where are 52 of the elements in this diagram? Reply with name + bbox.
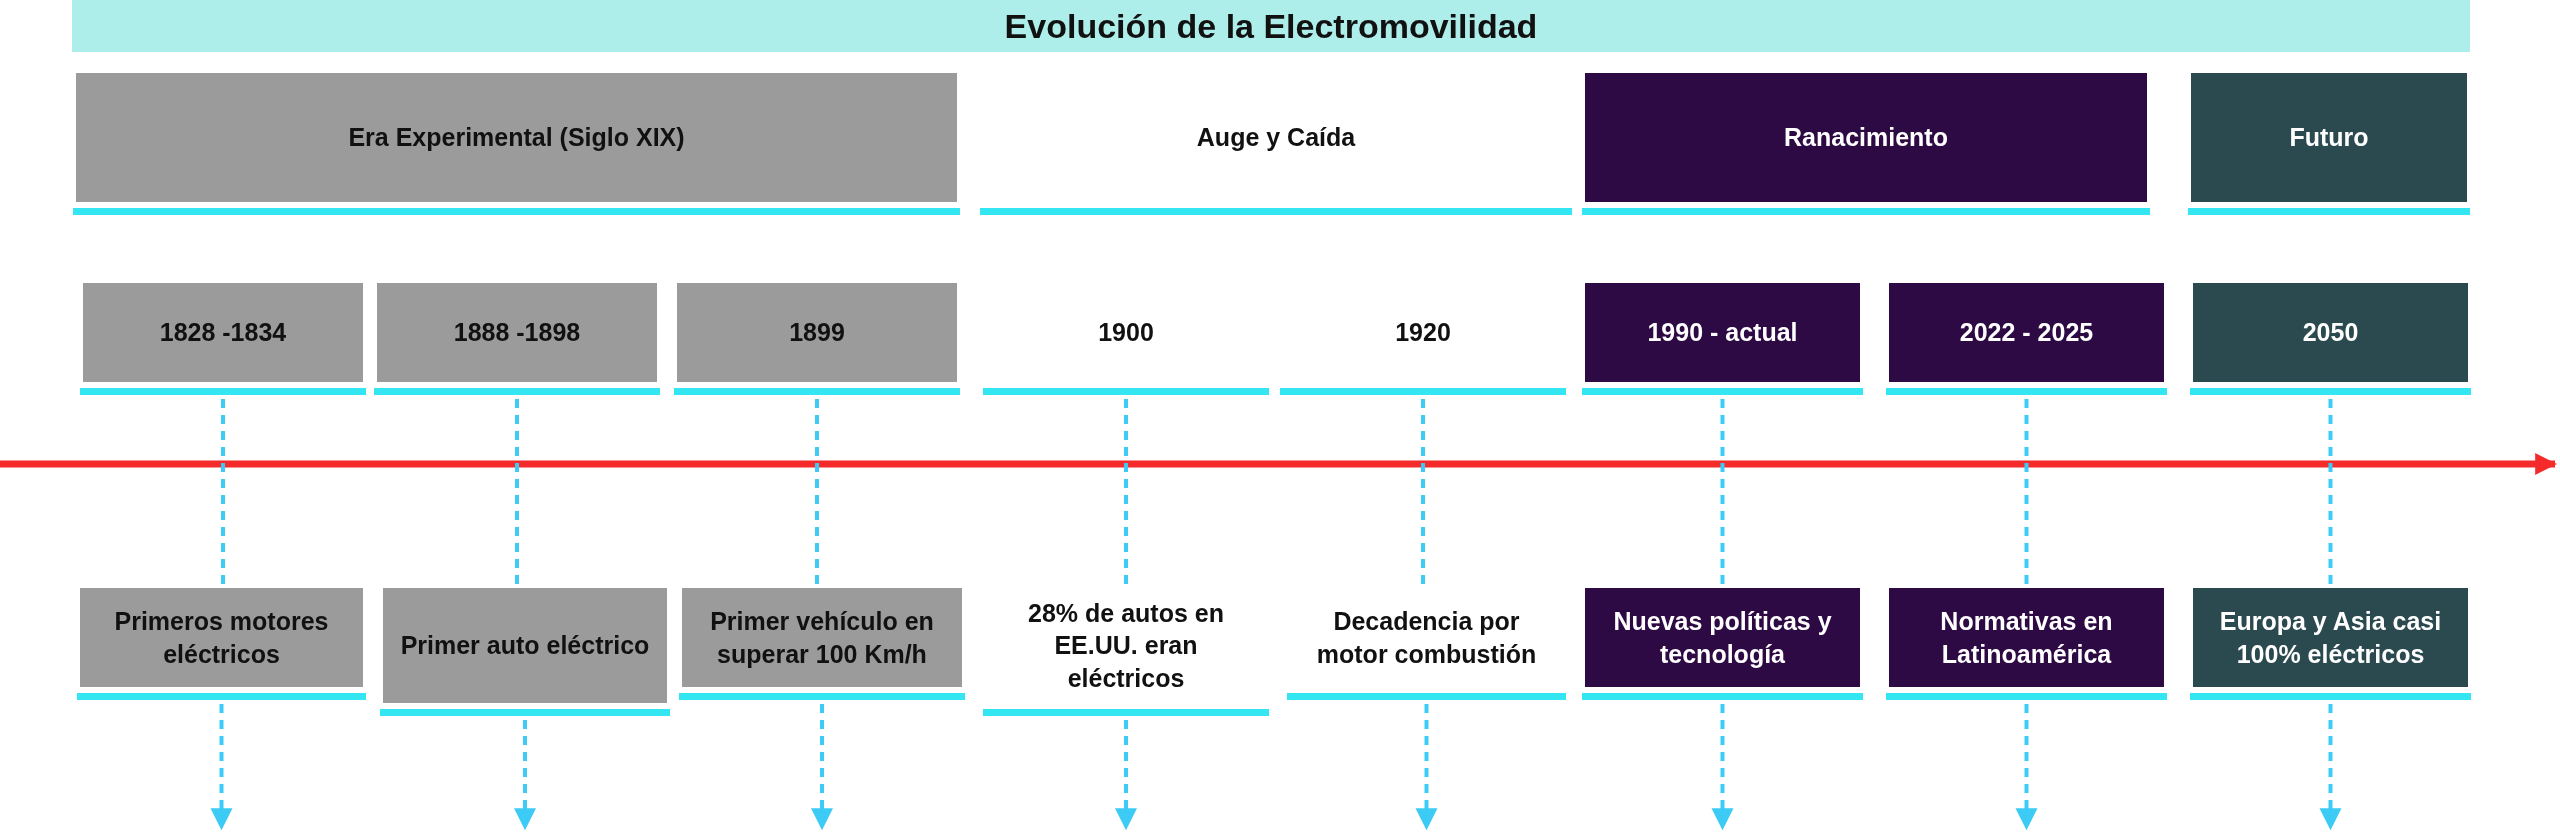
dashed-arrow bbox=[514, 720, 536, 831]
dashed-connector bbox=[2328, 399, 2333, 584]
box-label: Normativas en Latinoamérica bbox=[1939, 606, 2114, 670]
dashed-arrow bbox=[1115, 720, 1137, 831]
era-band bbox=[2188, 73, 2470, 215]
dashed-arrow bbox=[1711, 704, 1734, 831]
box-label: 1888 -1898 bbox=[452, 317, 582, 349]
dashed-arrow bbox=[1415, 704, 1438, 831]
event-box bbox=[1886, 588, 2167, 700]
box-label: 1920 bbox=[1394, 317, 1452, 349]
dashed-connector bbox=[815, 399, 819, 584]
box-label: Decadencia por motor combustión bbox=[1315, 606, 1538, 670]
event-box bbox=[679, 588, 965, 700]
box-label: 1899 bbox=[788, 317, 846, 349]
era-band bbox=[1582, 73, 2150, 215]
year-box bbox=[80, 283, 366, 395]
dashed-arrow bbox=[2015, 704, 2038, 831]
year-box bbox=[1582, 283, 1863, 395]
dashed-connector bbox=[1421, 399, 1425, 584]
box-label: 2050 bbox=[2301, 317, 2360, 349]
era-band bbox=[73, 73, 960, 215]
box-label: Futuro bbox=[2288, 122, 2370, 154]
dashed-connector bbox=[2024, 399, 2029, 584]
title-banner: Evolución de la Electromovilidad bbox=[72, 0, 2470, 52]
event-box bbox=[1582, 588, 1863, 700]
year-box bbox=[2190, 283, 2471, 395]
box-label: 1828 -1834 bbox=[158, 317, 288, 349]
box-label: Primeros motores eléctricos bbox=[113, 606, 330, 670]
event-box bbox=[2190, 588, 2471, 700]
box-label: Era Experimental (Siglo XIX) bbox=[347, 122, 686, 154]
box-label: 1990 - actual bbox=[1646, 317, 1799, 349]
box-label: Europa y Asia casi 100% eléctricos bbox=[2218, 606, 2443, 670]
event-box bbox=[380, 588, 670, 716]
dashed-connector bbox=[515, 399, 519, 584]
dashed-connector bbox=[221, 399, 225, 584]
box-label: 28% de autos en EE.UU. eran eléctricos bbox=[1027, 597, 1225, 694]
year-box bbox=[674, 283, 960, 395]
dashed-arrow bbox=[811, 704, 833, 831]
box-label: Nuevas políticas y tecnología bbox=[1612, 606, 1833, 670]
dashed-arrow bbox=[210, 704, 233, 831]
event-box bbox=[77, 588, 366, 700]
box-label: Auge y Caída bbox=[1195, 122, 1357, 154]
year-box bbox=[1886, 283, 2167, 395]
dashed-connector bbox=[1124, 399, 1128, 584]
year-box bbox=[374, 283, 660, 395]
box-label: 2022 - 2025 bbox=[1958, 317, 2095, 349]
box-label: 1900 bbox=[1097, 317, 1155, 349]
box-label: Ranacimiento bbox=[1783, 122, 1949, 154]
box-label: Primer vehículo en superar 100 Km/h bbox=[709, 606, 935, 670]
box-label: Primer auto eléctrico bbox=[399, 630, 651, 662]
dashed-connector bbox=[1720, 399, 1725, 584]
dashed-arrow bbox=[2319, 704, 2342, 831]
